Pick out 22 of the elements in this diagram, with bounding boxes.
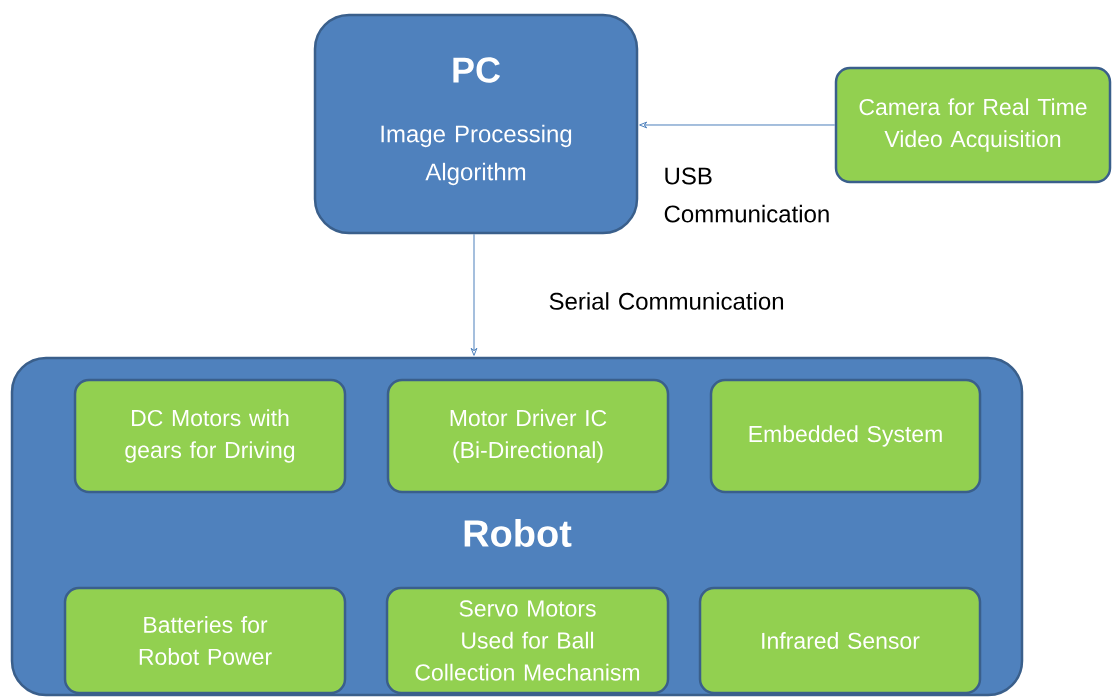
- component-box: [385, 586, 670, 695]
- edge-label: USB Communication: [664, 167, 829, 223]
- node-text: Image Processing Algorithm: [381, 124, 572, 186]
- component-box: [834, 66, 1112, 184]
- arrow: [470, 347, 478, 356]
- component-box: [698, 586, 982, 695]
- heading: Robot: [464, 519, 572, 547]
- node-text: Servo Motors Used for Ball Collection Mechanism: [415, 600, 640, 681]
- heading: PC: [453, 57, 501, 83]
- component-box: [73, 378, 347, 494]
- node-text: DC Motors with gears for Driving: [125, 409, 295, 463]
- component-box: [63, 586, 347, 695]
- component-box: [386, 378, 670, 494]
- system-box: [313, 13, 639, 235]
- arrow: [639, 121, 836, 129]
- node-text: Infrared Sensor: [762, 632, 920, 649]
- node-text: Embedded System: [749, 425, 942, 447]
- node-text: Motor Driver IC (Bi-Directional): [450, 409, 607, 463]
- edge-label: Serial Communication: [549, 292, 784, 310]
- node-text: Camera for Real Time Video Acquisition: [859, 98, 1087, 152]
- node-text: Batteries for Robot Power: [139, 616, 272, 665]
- component-box: [709, 378, 982, 494]
